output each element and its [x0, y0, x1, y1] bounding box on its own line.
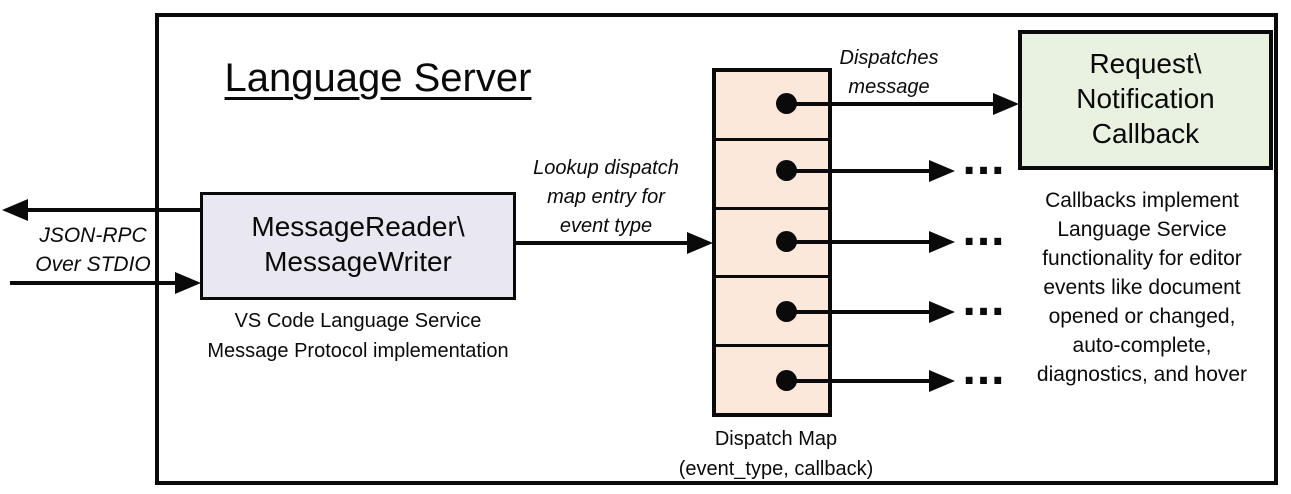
dispatch-arrow-line [787, 240, 930, 244]
arrow-right-icon [175, 272, 201, 294]
arrow-right-icon [993, 93, 1019, 115]
dispatch-arrow-line [787, 169, 930, 173]
dispatch-map-cell [716, 137, 828, 207]
lookup-arrow-line [515, 241, 688, 245]
arrow-right-icon [929, 370, 955, 392]
stdio-out-arrow-line [20, 208, 200, 212]
more-callbacks-ellipsis: ... [962, 342, 1006, 395]
arrow-left-icon [2, 199, 28, 221]
more-callbacks-ellipsis: ... [962, 132, 1006, 185]
dispatch-arrow-line [787, 102, 994, 106]
dispatch-map-caption: Dispatch Map (event_type, callback) [678, 428, 874, 480]
dispatch-map-cell [716, 206, 828, 276]
dispatch-entry-dot [776, 301, 797, 322]
request-notification-callback-box: Request\ Notification Callback [1018, 30, 1273, 170]
lookup-dispatch-label: Lookup dispatch map entry for event type [533, 157, 679, 237]
dispatch-entry-dot [776, 231, 797, 252]
dispatch-entry-dot [776, 160, 797, 181]
dispatch-map-cell [716, 344, 828, 413]
dispatches-message-label: Dispatches message [839, 47, 939, 98]
more-callbacks-ellipsis: ... [962, 203, 1006, 256]
dispatch-arrow-line [787, 310, 930, 314]
arrow-right-icon [929, 231, 955, 253]
dispatch-map-cell [716, 275, 828, 344]
callbacks-note: Callbacks implement Language Service fun… [1036, 189, 1248, 386]
arrow-right-icon [687, 232, 713, 254]
stdio-transport-label: JSON-RPC Over STDIO [35, 224, 151, 276]
more-callbacks-ellipsis: ... [962, 273, 1006, 326]
message-reader-writer-box: MessageReader\ MessageWriter [200, 192, 516, 300]
arrow-right-icon [929, 301, 955, 323]
dispatch-entry-dot [776, 370, 797, 391]
message-reader-caption: VS Code Language Service Message Protoco… [207, 310, 509, 362]
arrow-right-icon [929, 160, 955, 182]
page-title: Language Server [224, 56, 532, 100]
dispatch-arrow-line [787, 379, 930, 383]
stdio-in-arrow-line [10, 281, 176, 285]
dispatch-entry-dot [776, 93, 797, 114]
